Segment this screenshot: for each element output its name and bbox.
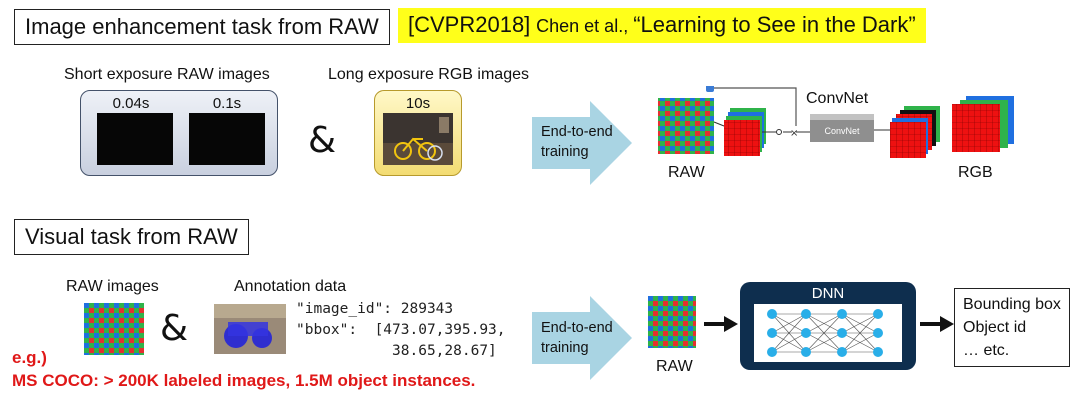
dnn-raw-label: RAW	[656, 358, 693, 376]
raw-bayer-grid	[658, 98, 714, 154]
output-object-id: Object id	[963, 316, 1061, 339]
rgb-images-label: Long exposure RGB images	[328, 66, 529, 84]
arrow-to-dnn-icon	[704, 314, 738, 334]
citation-tag: [CVPR2018]	[408, 12, 530, 37]
output-bounding-box: Bounding box	[963, 293, 1061, 316]
convnet-block-label: ConvNet	[824, 126, 860, 136]
arrow-from-dnn-icon	[920, 314, 954, 334]
citation-authors: Chen et al.,	[536, 16, 633, 36]
raw-bayer-thumbnail	[84, 303, 144, 355]
raw-bayer-input	[648, 296, 696, 348]
footnote-eg: e.g.)	[12, 348, 47, 368]
section2-title: Visual task from RAW	[14, 219, 249, 255]
annotation-label: Annotation data	[234, 278, 346, 296]
annotation-line-2: "bbox": [473.07,395.93,	[296, 321, 506, 340]
training-arrow-2-label: End-to-end training	[541, 318, 625, 358]
output-etc: … etc.	[963, 339, 1061, 362]
rgb-images-panel: 10s	[374, 90, 462, 176]
annotated-image-thumbnail	[214, 304, 286, 354]
ampersand-2: &	[160, 308, 188, 349]
raw-images-label: Short exposure RAW images	[64, 66, 270, 84]
convnet-raw-label: RAW	[668, 164, 705, 182]
dark-raw-image-1	[97, 113, 173, 165]
convnet-rgb-label: RGB	[958, 164, 993, 182]
neural-network-icon	[754, 304, 902, 362]
dark-raw-image-2	[189, 113, 265, 165]
bright-rgb-image	[383, 113, 453, 165]
raw-exposure-1: 0.04s	[81, 95, 181, 112]
output-box: Bounding box Object id … etc.	[954, 288, 1070, 367]
svg-text:×: ×	[790, 128, 798, 139]
citation-title: “Learning to See in the Dark”	[633, 12, 916, 37]
training-arrow-1-label: End-to-end training	[541, 122, 625, 162]
convnet-title: ConvNet	[806, 90, 868, 108]
raw-exposure-2: 0.1s	[177, 95, 277, 112]
section1-title: Image enhancement task from RAW	[14, 9, 390, 45]
dnn-block: DNN	[740, 282, 916, 370]
annotation-line-1: "image_id": 289343	[296, 300, 453, 319]
ampersand-1: &	[308, 120, 336, 161]
annotation-line-3: 38.65,28.67]	[296, 342, 497, 361]
dnn-label: DNN	[740, 285, 916, 302]
raw-images-label-2: RAW images	[66, 278, 159, 296]
raw-images-panel: 0.04s 0.1s	[80, 90, 278, 176]
citation-highlight: [CVPR2018] Chen et al., “Learning to See…	[398, 8, 926, 43]
footnote-coco: MS COCO: > 200K labeled images, 1.5M obj…	[12, 371, 475, 391]
rgb-exposure: 10s	[375, 95, 461, 112]
